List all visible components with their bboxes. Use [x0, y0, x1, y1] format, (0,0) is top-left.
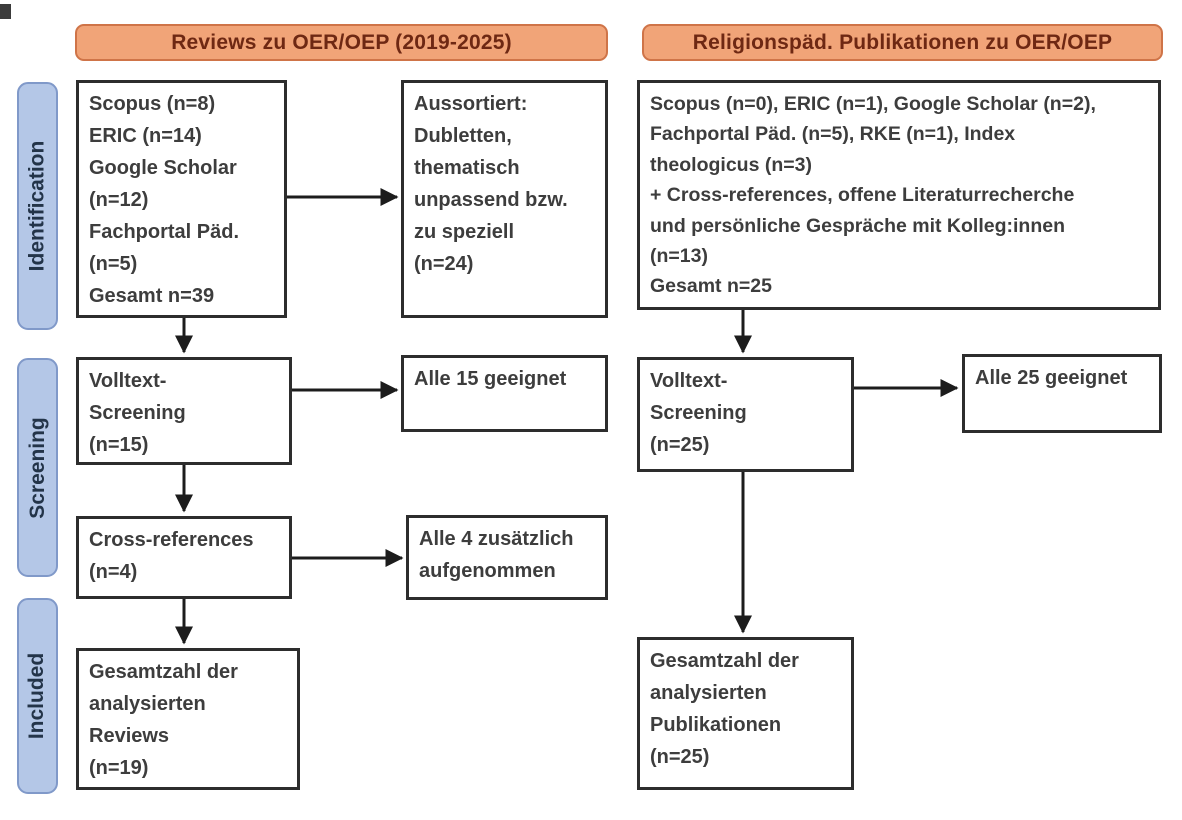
corner-artifact — [0, 4, 11, 19]
box-left-cross-references-result: Alle 4 zusätzlich aufgenommen — [406, 515, 608, 600]
box-left-cross-references: Cross-references (n=4) — [76, 516, 292, 599]
box-right-identification-sources: Scopus (n=0), ERIC (n=1), Google Scholar… — [637, 80, 1161, 310]
box-left-included-total: Gesamtzahl der analysierten Reviews (n=1… — [76, 648, 300, 790]
box-right-fulltext-screening: Volltext- Screening (n=25) — [637, 357, 854, 472]
column-header-religionspaed: Religionspäd. Publikationen zu OER/OEP — [642, 24, 1163, 61]
box-left-fulltext-result: Alle 15 geeignet — [401, 355, 608, 432]
stage-tag-screening: Screening — [17, 358, 58, 577]
box-right-included-total: Gesamtzahl der analysierten Publikatione… — [637, 637, 854, 790]
box-left-fulltext-screening: Volltext- Screening (n=15) — [76, 357, 292, 465]
column-header-reviews: Reviews zu OER/OEP (2019-2025) — [75, 24, 608, 61]
stage-label-identification: Identification — [25, 140, 49, 272]
stage-label-included: Included — [25, 652, 49, 740]
box-left-identification-sources: Scopus (n=8) ERIC (n=14) Google Scholar … — [76, 80, 287, 318]
stage-tag-included: Included — [17, 598, 58, 794]
stage-label-screening: Screening — [25, 416, 49, 519]
box-right-fulltext-result: Alle 25 geeignet — [962, 354, 1162, 433]
box-left-excluded: Aussortiert: Dubletten, thematisch unpas… — [401, 80, 608, 318]
stage-tag-identification: Identification — [17, 82, 58, 330]
